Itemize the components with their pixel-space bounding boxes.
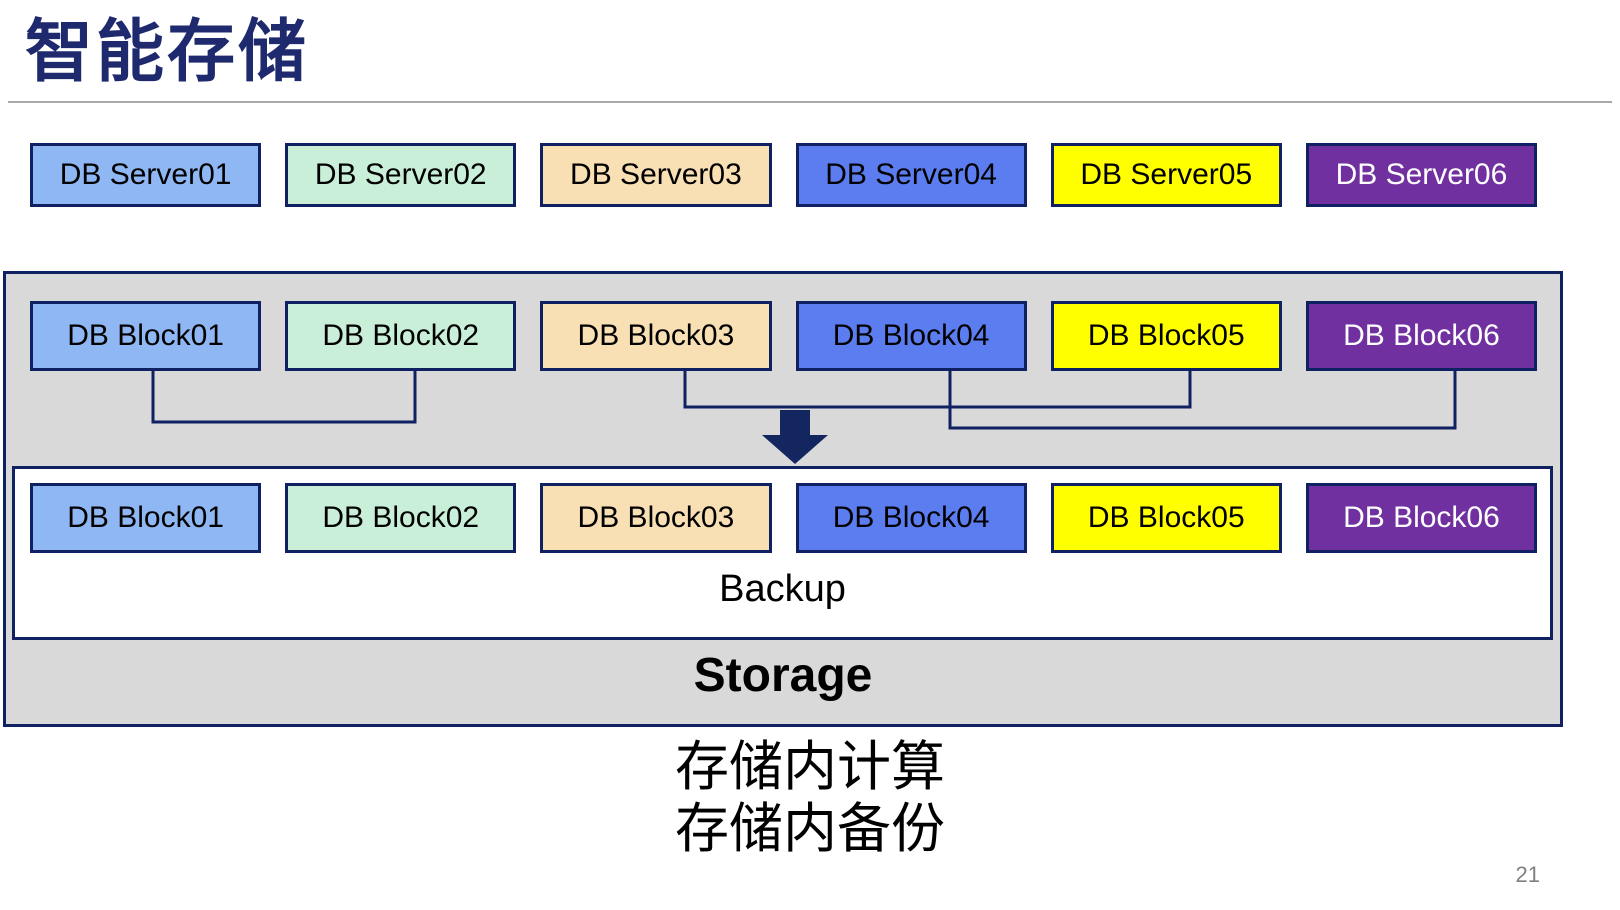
db-block-05-bottom-box: DB Block05 <box>1050 483 1282 553</box>
db-block-03-top-box: DB Block03 <box>540 301 772 371</box>
db-server-06-box: DB Server06 <box>1305 143 1538 207</box>
backup-label: Backup <box>719 568 846 610</box>
backup-box <box>12 466 1553 640</box>
db-server-02-box: DB Server02 <box>285 143 517 207</box>
block-row-source: DB Block01 DB Block02 DB Block03 DB Bloc… <box>30 301 1538 371</box>
caption-text: 存储内计算 存储内备份 <box>0 736 1620 860</box>
title-divider <box>8 101 1612 103</box>
server-row: DB Server01 DB Server02 DB Server03 DB S… <box>30 143 1538 207</box>
db-block-06-bottom-box: DB Block06 <box>1305 483 1538 553</box>
db-block-06-top-box: DB Block06 <box>1305 301 1538 371</box>
page-title: 智能存储 <box>25 14 310 90</box>
storage-label: Storage <box>693 649 873 702</box>
db-block-02-bottom-box: DB Block02 <box>285 483 517 553</box>
page-number: 21 <box>1515 862 1540 887</box>
db-block-03-bottom-box: DB Block03 <box>540 483 772 553</box>
db-block-04-bottom-box: DB Block04 <box>795 483 1027 553</box>
block-row-backup: DB Block01 DB Block02 DB Block03 DB Bloc… <box>30 483 1538 553</box>
db-block-01-top-box: DB Block01 <box>30 301 262 371</box>
db-server-04-box: DB Server04 <box>795 143 1027 207</box>
db-server-05-box: DB Server05 <box>1050 143 1282 207</box>
caption-line-1: 存储内计算 <box>675 737 945 797</box>
db-block-02-top-box: DB Block02 <box>285 301 517 371</box>
db-block-01-bottom-box: DB Block01 <box>30 483 262 553</box>
db-block-04-top-box: DB Block04 <box>795 301 1027 371</box>
db-block-05-top-box: DB Block05 <box>1050 301 1282 371</box>
db-server-03-box: DB Server03 <box>540 143 772 207</box>
caption-line-2: 存储内备份 <box>675 799 945 859</box>
db-server-01-box: DB Server01 <box>30 143 262 207</box>
